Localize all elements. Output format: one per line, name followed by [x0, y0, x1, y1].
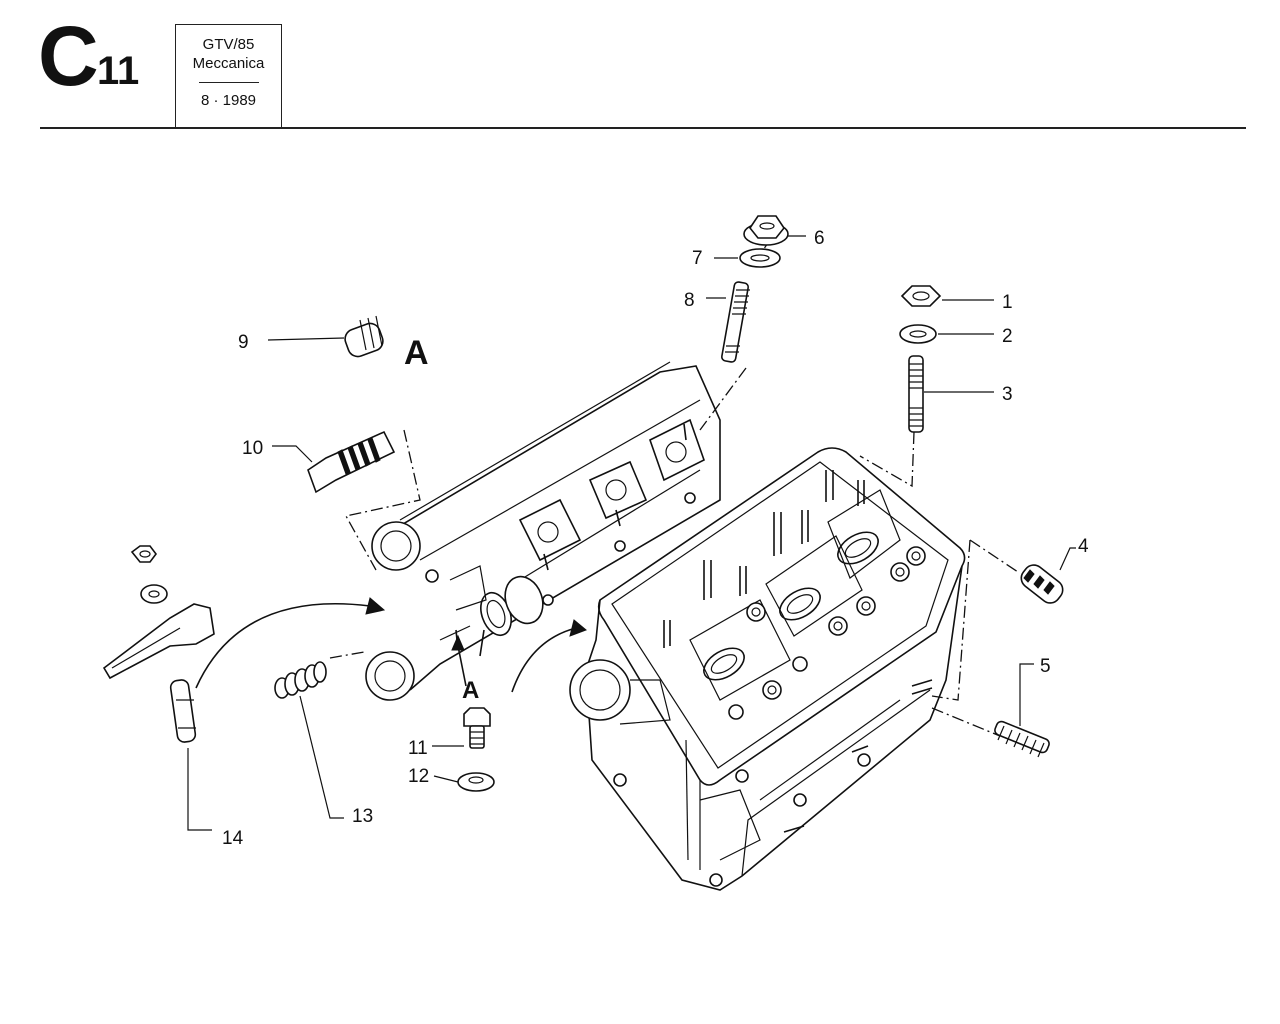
model-label: GTV/85: [202, 36, 255, 53]
date-label: 8 · 1989: [200, 92, 257, 109]
callout-7: 7: [692, 248, 703, 269]
header-rule: [40, 127, 1246, 129]
callout-4: 4: [1078, 536, 1089, 557]
part-3-stud: [908, 355, 924, 433]
part-10-threaded-plug: [307, 430, 396, 494]
part-14-pin: [169, 679, 197, 743]
callout-leaders: [187, 235, 1076, 831]
callout-14: 14: [222, 828, 244, 849]
callout-6: 6: [814, 228, 825, 249]
part-8-stud: [720, 281, 750, 363]
view-label-a: A: [404, 334, 429, 372]
part-2-washer: [899, 324, 937, 344]
motion-arrows: [195, 597, 587, 693]
part-9-plug: [344, 315, 384, 358]
group-label: Meccanica: [192, 55, 265, 72]
section-number: 11: [97, 49, 140, 93]
callout-8: 8: [684, 290, 695, 311]
callout-5: 5: [1040, 656, 1051, 677]
view-marker-a: A: [462, 677, 479, 704]
cylinder-head: [569, 447, 966, 891]
part-4-spring: [1020, 564, 1064, 604]
part-13-spring: [274, 661, 327, 699]
callout-10: 10: [242, 438, 263, 459]
callout-11: 11: [408, 738, 428, 759]
callout-12: 12: [408, 766, 429, 787]
callout-3: 3: [1002, 384, 1013, 405]
callout-1: 1: [1002, 292, 1013, 313]
section-letter: C: [38, 9, 99, 103]
callout-13: 13: [352, 806, 373, 827]
callout-2: 2: [1002, 326, 1013, 347]
info-box: GTV/85 Meccanica 8 · 1989: [175, 24, 282, 128]
callout-labels: 1 2 3 4 5 6 7 8 9 10 11 12 13 14 A A: [222, 228, 1089, 849]
part-5-stud: [994, 720, 1050, 758]
part-11-bolt: [463, 707, 491, 749]
part-6-flange-nut: [743, 215, 789, 246]
part-7-washer: [739, 248, 781, 268]
callout-9: 9: [238, 332, 249, 353]
rocker-arm-detail: [102, 545, 215, 680]
info-divider: [198, 82, 259, 83]
head-detail-view: [365, 361, 721, 701]
part-12-washer: [457, 772, 495, 792]
assembly-leaders: [329, 239, 1019, 737]
part-1-hex-nut: [900, 285, 942, 307]
